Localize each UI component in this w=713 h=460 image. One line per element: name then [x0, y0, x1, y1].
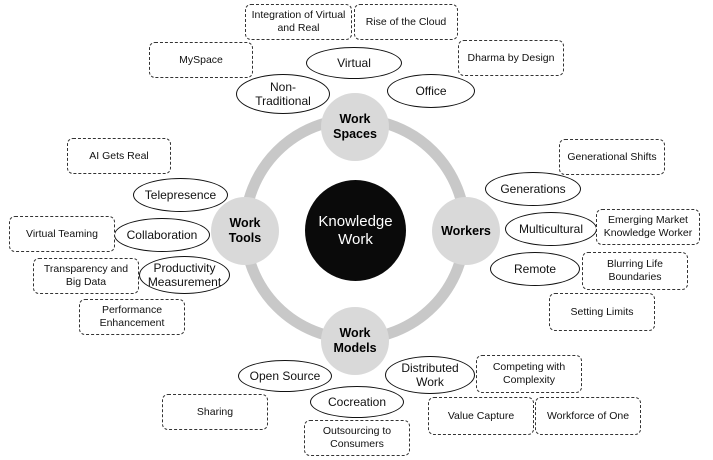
box-integration-virtual-real: Integration of Virtual and Real	[245, 4, 352, 40]
box-sharing: Sharing	[162, 394, 268, 430]
hub-work-tools: Work Tools	[211, 197, 279, 265]
oval-remote: Remote	[490, 252, 580, 286]
box-generational-shifts: Generational Shifts	[559, 139, 665, 175]
box-virtual-teaming: Virtual Teaming	[9, 216, 115, 252]
box-ai-gets-real: AI Gets Real	[67, 138, 171, 174]
box-setting-limits: Setting Limits	[549, 293, 655, 331]
box-value-capture: Value Capture	[428, 397, 534, 435]
oval-virtual: Virtual	[306, 47, 402, 79]
hub-workers: Workers	[432, 197, 500, 265]
box-competing-with-complexity: Competing with Complexity	[476, 355, 582, 393]
box-performance-enhancement: Performance Enhancement	[79, 299, 185, 335]
box-dharma-by-design: Dharma by Design	[458, 40, 564, 76]
box-myspace: MySpace	[149, 42, 253, 78]
box-outsourcing-to-consumers: Outsourcing to Consumers	[304, 420, 410, 456]
oval-generations: Generations	[485, 172, 581, 206]
oval-collaboration: Collaboration	[114, 218, 210, 252]
hub-work-models: Work Models	[321, 307, 389, 375]
box-rise-of-the-cloud: Rise of the Cloud	[354, 4, 458, 40]
oval-non-traditional: Non- Traditional	[236, 74, 330, 114]
oval-open-source: Open Source	[238, 360, 332, 392]
oval-productivity-measurement: Productivity Measurement	[139, 256, 230, 294]
knowledge-work-center: Knowledge Work	[305, 180, 406, 281]
box-workforce-of-one: Workforce of One	[535, 397, 641, 435]
box-blurring-life-boundaries: Blurring Life Boundaries	[582, 252, 688, 290]
oval-telepresence: Telepresence	[133, 178, 228, 212]
hub-work-spaces: Work Spaces	[321, 93, 389, 161]
oval-distributed-work: Distributed Work	[385, 356, 475, 394]
oval-cocreation: Cocreation	[310, 386, 404, 418]
box-emerging-market-knowledge-worker: Emerging Market Knowledge Worker	[596, 209, 700, 245]
oval-multicultural: Multicultural	[505, 212, 597, 246]
box-transparency-big-data: Transparency and Big Data	[33, 258, 139, 294]
oval-office: Office	[387, 74, 475, 108]
